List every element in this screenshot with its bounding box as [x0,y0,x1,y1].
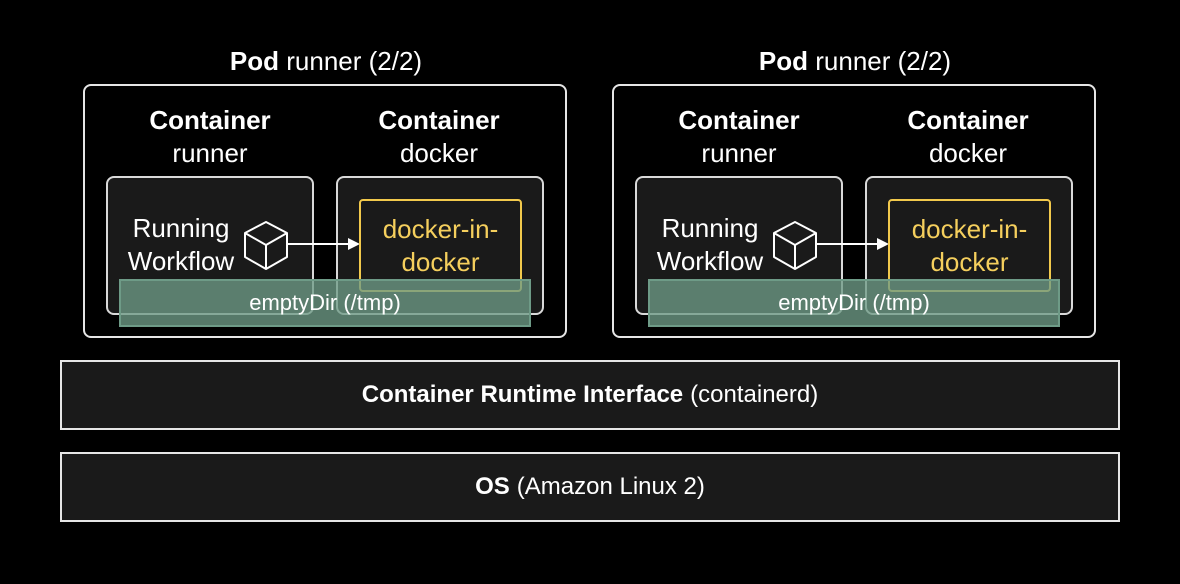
pod-title-rest: runner (2/2) [286,46,423,76]
container-name: docker [399,138,479,168]
os-bold: OS [475,473,510,500]
container-title-bold: Container [907,105,1029,135]
os-layer: OS (Amazon Linux 2) [60,452,1120,522]
empty-dir-volume: emptyDir (/tmp) [119,279,531,327]
arrow-icon [288,238,360,250]
pod-title-bold: Pod [758,46,809,76]
running-workflow-label: Running Workflow [116,212,246,278]
volume-label: emptyDir (/tmp) [249,290,401,315]
container-title-runner: Container runner [107,104,313,170]
cri-rest: (containerd) [690,381,819,408]
dind-line2: docker [930,246,1009,277]
pod-title-rest: runner (2/2) [815,46,952,76]
container-name: docker [928,138,1008,168]
container-title-runner: Container runner [636,104,842,170]
container-title-docker: Container docker [336,104,542,170]
workflow-line1: Running [132,213,230,243]
container-runtime-interface-layer: Container Runtime Interface (containerd) [60,360,1120,430]
container-name: runner [701,138,777,168]
pod-title-bold: Pod [229,46,280,76]
arrow-icon [817,238,889,250]
dind-line1: docker-in- [382,213,499,244]
container-title-docker: Container docker [865,104,1071,170]
docker-in-docker-box: docker-in- docker [888,199,1051,292]
cube-icon [244,221,288,270]
container-title-bold: Container [378,105,500,135]
dind-line1: docker-in- [911,213,1028,244]
cri-bold: Container Runtime Interface [361,381,684,408]
container-name: runner [172,138,248,168]
cube-icon [773,221,817,270]
running-workflow-label: Running Workflow [645,212,775,278]
workflow-line1: Running [661,213,759,243]
volume-label: emptyDir (/tmp) [778,290,930,315]
pod-title: Pod runner (2/2) [84,46,568,77]
dind-line2: docker [401,246,480,277]
docker-in-docker-box: docker-in- docker [359,199,522,292]
pod-title: Pod runner (2/2) [613,46,1097,77]
container-title-bold: Container [149,105,271,135]
empty-dir-volume: emptyDir (/tmp) [648,279,1060,327]
os-rest: (Amazon Linux 2) [516,473,705,500]
workflow-line2: Workflow [127,246,235,276]
container-title-bold: Container [678,105,800,135]
workflow-line2: Workflow [656,246,764,276]
